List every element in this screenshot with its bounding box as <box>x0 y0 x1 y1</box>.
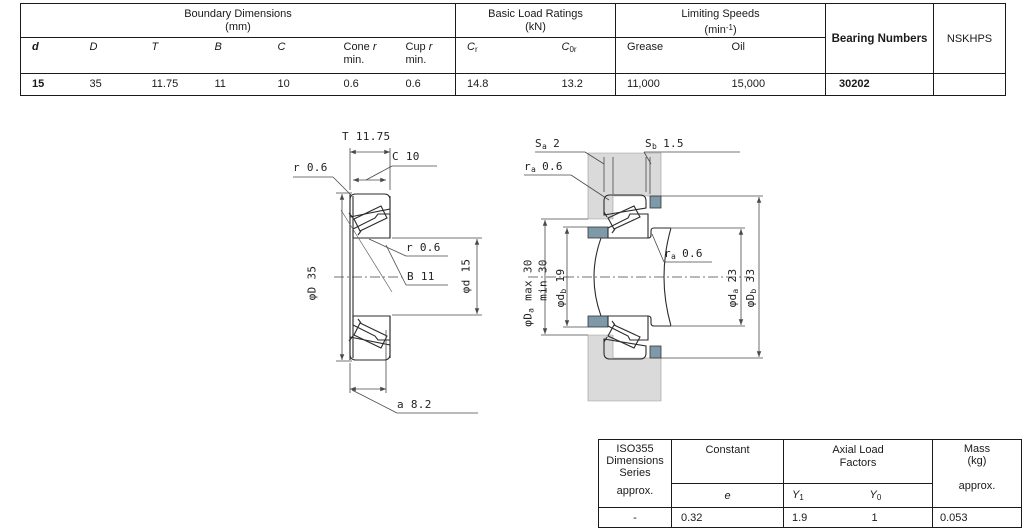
cell-e: 0.32 <box>671 507 784 528</box>
cell-T: 11.75 <box>151 78 179 90</box>
group-header-load-ratings: Basic Load Ratings (kN) <box>455 3 616 38</box>
dim-label-phida: φda23 <box>726 268 740 308</box>
spacer-cone-side <box>587 226 609 239</box>
cell-C: 10 <box>277 78 290 90</box>
header-constant: Constant <box>671 439 784 484</box>
col-header-d: d <box>20 37 79 74</box>
mounting-example-drawing <box>524 151 763 402</box>
header-iso355: ISO355 Dimensions Series approx. <box>598 439 672 508</box>
cell-bearing-number: 30202 <box>825 73 934 96</box>
subheader-e: e <box>671 483 784 508</box>
col-header-cr: Cr <box>455 37 551 74</box>
dim-label-a: a 8.2 <box>397 398 432 411</box>
cell-oil: 15,000 <box>731 78 766 90</box>
cell-cone-r: 0.6 <box>343 78 359 90</box>
col-header-cone-r: Cone r min. <box>332 37 395 74</box>
tapered-roller <box>353 205 388 232</box>
dim-label-r-cone: r 0.6 <box>406 241 441 254</box>
dim-label-phid: φd 15 <box>459 258 473 294</box>
dimension-lines <box>293 148 482 414</box>
cell-y1: 1.9 <box>783 507 861 528</box>
dim-label-C: C 10 <box>392 150 420 163</box>
header-nskhps: NSKHPS <box>933 3 1006 74</box>
cell-D: 35 <box>89 78 102 90</box>
cage-ticks <box>603 211 616 234</box>
spec-table: Boundary Dimensions (mm) Basic Load Rati… <box>20 3 1007 96</box>
dim-label-B: B 11 <box>407 270 435 283</box>
factor-table: ISO355 Dimensions Series approx. Constan… <box>598 439 1022 528</box>
col-header-T: T <box>140 37 204 74</box>
cell-cup-r: 0.6 <box>405 78 421 90</box>
header-mass: Mass (kg) approx. <box>932 439 1022 508</box>
cell-mass: 0.053 <box>932 507 1022 528</box>
dimension-lines <box>524 151 763 359</box>
cell-grease: 11,000 <box>615 73 721 96</box>
cell-B: 11 <box>214 78 226 90</box>
tapered-roller <box>607 205 641 230</box>
dim-label-phiD: φD 35 <box>305 265 319 301</box>
col-header-grease: Grease <box>615 37 721 74</box>
header-axial-load-factors: Axial Load Factors <box>783 439 933 484</box>
cup-outer-ring <box>603 194 647 216</box>
group-header-boundary: Boundary Dimensions (mm) <box>20 3 456 38</box>
cell-d: 15 <box>32 78 45 90</box>
col-header-cup-r: Cup r min. <box>394 37 456 74</box>
subheader-y1: Y1 <box>783 483 861 508</box>
col-header-B: B <box>203 37 267 74</box>
group-header-limiting-speeds: Limiting Speeds (min-1) <box>615 3 826 38</box>
cell-cr: 14.8 <box>455 73 551 96</box>
col-header-c0r: C0r <box>550 37 616 74</box>
mounted-bearing-upper-section <box>587 194 662 239</box>
bearing-upper-section <box>348 193 391 239</box>
spacer-cup-side <box>649 195 662 209</box>
cell-iso: - <box>633 511 637 524</box>
col-header-D: D <box>78 37 141 74</box>
subheader-y0: Y0 <box>860 483 933 508</box>
bearing-section-drawing <box>293 148 482 414</box>
dim-label-r-cup: r 0.6 <box>293 161 328 174</box>
cell-y0: 1 <box>871 511 878 524</box>
cell-nskhps <box>933 73 1006 96</box>
header-bearing-numbers: Bearing Numbers <box>825 3 934 74</box>
housing-lower <box>587 334 662 402</box>
col-header-C: C <box>266 37 333 74</box>
dim-label-T: T 11.75 <box>342 130 391 143</box>
dim-label-phiDb: φDb33 <box>744 268 758 308</box>
dim-label-phiDa: φDa max 30 min 30 <box>521 259 550 327</box>
col-header-oil: Oil <box>720 37 826 74</box>
contact-construction-line <box>340 209 393 293</box>
cone-inner-ring <box>607 213 649 239</box>
cell-c0r: 13.2 <box>561 78 583 90</box>
dim-label-phidb: φdb19 <box>554 268 568 308</box>
